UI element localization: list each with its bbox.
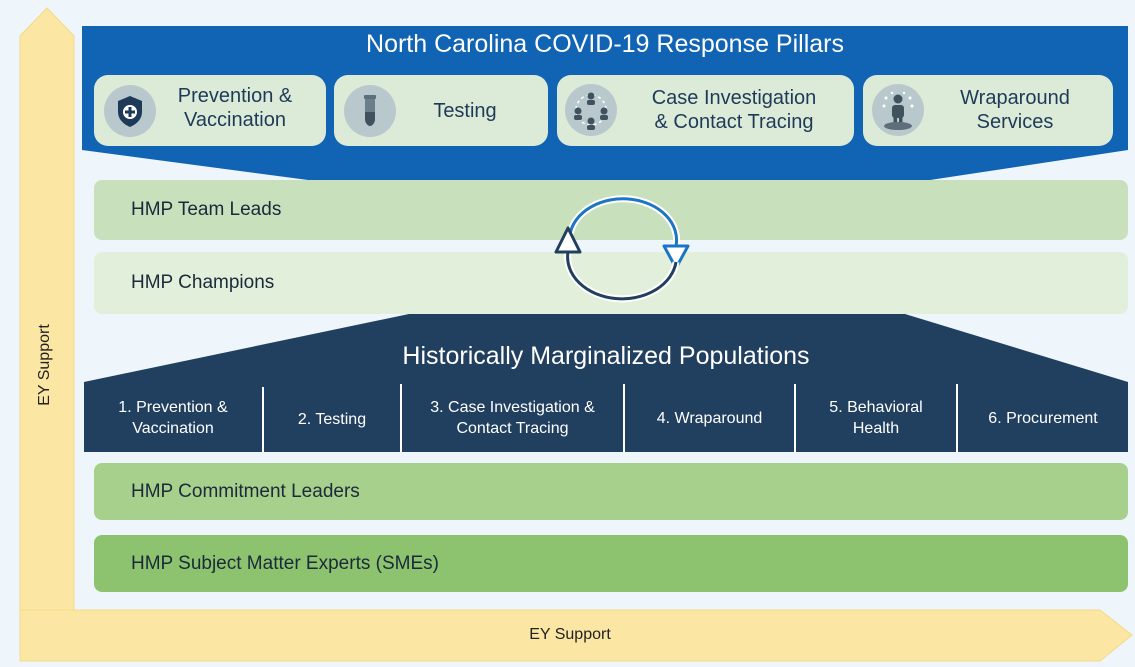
pillar-testing: Testing: [334, 75, 548, 146]
pillar-label: Wraparound Services: [960, 87, 1070, 133]
pillar-prevention-vaccination: Prevention & Vaccination: [94, 75, 326, 146]
tab-label: 2. Testing: [297, 411, 367, 428]
cycle-arrows-icon: [554, 195, 690, 303]
top-banner-title: North Carolina COVID-19 Response Pillars: [366, 30, 844, 58]
band-champions: HMP Champions: [94, 252, 1128, 314]
pillar-case-investigation: Case Investigation & Contact Tracing: [557, 75, 854, 146]
band-label: HMP Commitment Leaders: [131, 480, 360, 502]
tab-label: 3. Case Investigation & Contact Tracing: [430, 399, 595, 437]
vertical-support-arrow: [19, 7, 75, 611]
test-tube-icon: [344, 85, 396, 137]
band-commitment-leaders: HMP Commitment Leaders: [94, 463, 1128, 520]
tab-behavioral-health: 5. Behavioral Health: [794, 384, 956, 452]
shield-plus-icon: [104, 85, 156, 137]
horizontal-axis-label: EY Support: [529, 626, 611, 643]
tab-wraparound: 4. Wraparound: [623, 384, 794, 452]
people-network-icon: [565, 84, 617, 136]
band-label: HMP Team Leads: [131, 199, 282, 220]
tab-procurement: 6. Procurement: [956, 384, 1128, 452]
tab-label: 4. Wraparound: [656, 409, 763, 427]
bottom-banner-title: Historically Marginalized Populations: [402, 342, 810, 370]
pillar-label: Case Investigation & Contact Tracing: [651, 87, 817, 133]
tab-case-investigation: 3. Case Investigation & Contact Tracing: [400, 384, 623, 452]
tab-label: 5. Behavioral Health: [829, 399, 923, 437]
pillar-wraparound-services: Wraparound Services: [863, 75, 1113, 146]
band-label: HMP Subject Matter Experts (SMEs): [131, 552, 439, 574]
tab-label: 1. Prevention & Vaccination: [118, 399, 228, 437]
tab-testing: 2. Testing: [262, 387, 400, 452]
tab-prevention-vaccination: 1. Prevention & Vaccination: [84, 384, 262, 452]
band-label: HMP Champions: [131, 272, 275, 293]
tab-label: 6. Procurement: [988, 409, 1098, 427]
pillar-label: Testing: [433, 100, 497, 122]
pillar-label: Prevention & Vaccination: [177, 85, 293, 131]
band-team-leads: HMP Team Leads: [94, 180, 1128, 240]
band-smes: HMP Subject Matter Experts (SMEs): [94, 535, 1128, 592]
horizontal-support-arrow: [19, 609, 1133, 662]
person-support-icon: [872, 84, 924, 136]
